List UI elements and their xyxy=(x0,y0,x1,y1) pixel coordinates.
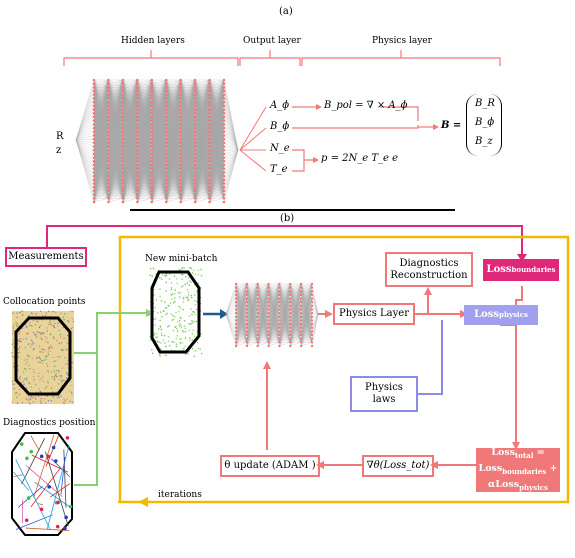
loss-total-text: Loss xyxy=(491,447,516,459)
diagnostics-position-image xyxy=(11,432,73,536)
measurement-line xyxy=(46,225,523,256)
diagnostics-position-label: Diagnostics position xyxy=(3,418,96,428)
vector-bz: B_z xyxy=(475,136,493,147)
loss-total-box: Losstotal = Lossboundaries + αLossphysic… xyxy=(476,447,560,492)
new-minibatch-label: New mini-batch xyxy=(145,254,218,264)
physics-laws-line1: Physics xyxy=(365,382,403,393)
output-b-phi: B_ϕ xyxy=(270,121,290,132)
physics-laws-box: Physics laws xyxy=(350,376,418,412)
loss-total-sub: total xyxy=(515,451,534,461)
physics-layer-label: Physics layer xyxy=(372,36,432,46)
loss-total-physics: αLoss xyxy=(488,478,520,490)
vector-br: B_R xyxy=(475,98,495,109)
input-r: R xyxy=(56,131,64,142)
loss-physics-sub: physics xyxy=(499,310,528,319)
hidden-layers-label: Hidden layers xyxy=(121,36,185,46)
loss-total-plus: + xyxy=(546,463,558,475)
vector-bphi: B_ϕ xyxy=(475,117,495,128)
measurements-box: Measurements xyxy=(5,247,87,267)
loss-boundaries-sub: boundaries xyxy=(511,265,556,274)
eq-pressure: p = 2N_e T_e e xyxy=(321,153,399,164)
loss-boundaries-text: Loss xyxy=(486,264,512,275)
output-arrows xyxy=(239,106,267,172)
loss-total-physics-sub: physics xyxy=(519,482,548,492)
neural-network-a xyxy=(75,78,239,204)
hidden-layers-bracket xyxy=(63,50,239,66)
neural-network-b xyxy=(225,282,319,348)
collocation-points-label: Collocation points xyxy=(3,297,86,307)
physics-arrows xyxy=(292,106,433,172)
collocation-points-image xyxy=(11,310,75,405)
output-n-e: N_e xyxy=(270,143,290,154)
output-a-phi: A_ϕ xyxy=(270,100,290,111)
green-feed-lines xyxy=(74,312,146,486)
loss-total-eq: = xyxy=(533,447,545,459)
loss-physics-text: Loss xyxy=(474,309,500,320)
input-z: z xyxy=(56,145,62,156)
physics-laws-line2: laws xyxy=(372,394,396,405)
output-t-e: T_e xyxy=(270,164,288,175)
output-layer-bracket xyxy=(239,50,301,66)
diag-recon-line1: Diagnostics xyxy=(399,257,459,269)
iterations-label: iterations xyxy=(158,490,202,500)
loss-total-boundaries: Loss xyxy=(478,463,503,475)
panel-b-label: (b) xyxy=(280,213,295,224)
iteration-loop xyxy=(118,235,570,504)
minibatch-image xyxy=(149,266,203,358)
panel-a-label: (a) xyxy=(279,6,293,17)
theta-update-box: θ update (ADAM ) xyxy=(220,455,320,477)
physics-layer-bracket xyxy=(301,50,501,66)
eq-b: B = xyxy=(441,120,462,131)
b-vector: B_R B_ϕ B_z xyxy=(466,94,502,156)
gradient-box: ∇θ(Loss_tot) xyxy=(362,455,434,477)
output-layer-label: Output layer xyxy=(243,36,301,46)
physics-layer-box: Physics Layer xyxy=(333,303,415,325)
eq-bpol: B_pol = ∇ × A_ϕ xyxy=(324,100,408,111)
diagnostics-reconstruction-box: Diagnostics Reconstruction xyxy=(385,252,473,287)
loss-total-boundaries-sub: boundaries xyxy=(502,466,547,476)
diag-recon-line2: Reconstruction xyxy=(390,269,468,281)
